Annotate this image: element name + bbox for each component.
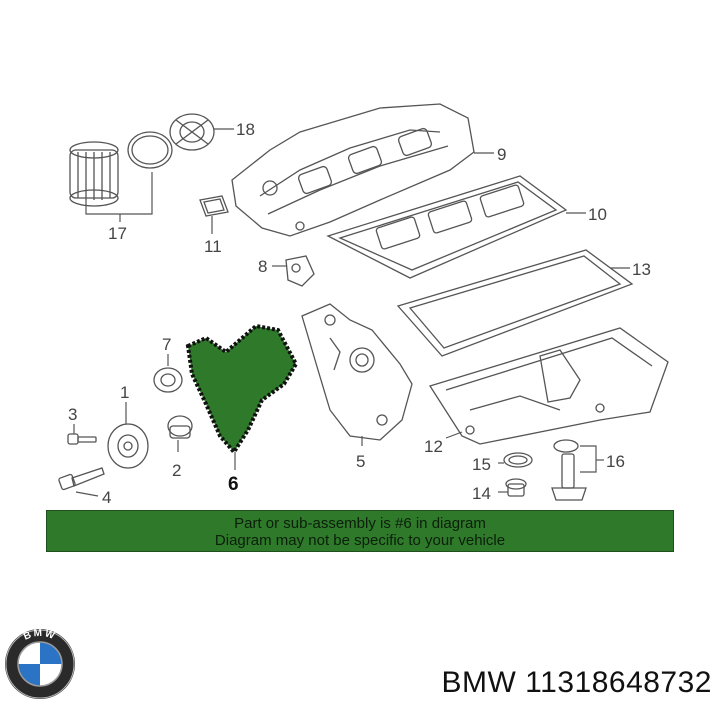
callout-1: 1 [120, 383, 129, 402]
sensor-part [285, 255, 315, 287]
oil-filter-part [69, 131, 173, 207]
part-notice-banner: Part or sub-assembly is #6 in diagram Di… [46, 510, 674, 552]
callout-6: 6 [228, 474, 239, 495]
callout-11: 11 [204, 237, 222, 256]
callout-10: 10 [588, 205, 607, 224]
callout-4: 4 [102, 488, 111, 507]
callout-9: 9 [497, 145, 506, 164]
small-gasket-part [199, 195, 229, 217]
dipstick-tube-part [551, 439, 587, 501]
callout-13: 13 [632, 260, 651, 279]
bolt-part [67, 433, 97, 445]
sprocket-part [153, 367, 183, 393]
callout-17: 17 [108, 224, 127, 243]
oil-filter-cap-part [169, 113, 215, 151]
logo-letters: BMW [22, 628, 56, 643]
seal-ring-part [503, 452, 533, 468]
bmw-roundel-icon: BMW [5, 628, 75, 699]
oil-pan-part [428, 327, 669, 445]
callout-12: 12 [424, 437, 443, 456]
crank-seal-part [167, 415, 193, 439]
callout-18: 18 [236, 120, 255, 139]
callout-16: 16 [606, 452, 625, 471]
callout-7: 7 [162, 335, 171, 354]
callout-2: 2 [172, 461, 181, 480]
banner-line-disclaimer: Diagram may not be specific to your vehi… [214, 532, 506, 549]
oil-pan-gasket-part [396, 249, 634, 357]
callout-14: 14 [472, 484, 491, 503]
svg-text:BMW: BMW [22, 628, 58, 643]
callout-8: 8 [258, 257, 267, 276]
callout-3: 3 [68, 405, 77, 424]
crank-pulley-part [107, 423, 149, 469]
valve-cover-part [231, 103, 475, 237]
banner-line-part-number: Part or sub-assembly is #6 in diagram [234, 515, 486, 532]
timing-cover-part [301, 303, 413, 441]
part-number-caption: BMW 11318648732 [441, 666, 712, 699]
valve-cover-gasket-part [326, 175, 568, 279]
callout-5: 5 [356, 452, 365, 471]
callout-15: 15 [472, 455, 491, 474]
timing-chain-part [185, 323, 299, 456]
central-bolt-part [58, 467, 105, 491]
drain-plug-part [505, 478, 527, 497]
